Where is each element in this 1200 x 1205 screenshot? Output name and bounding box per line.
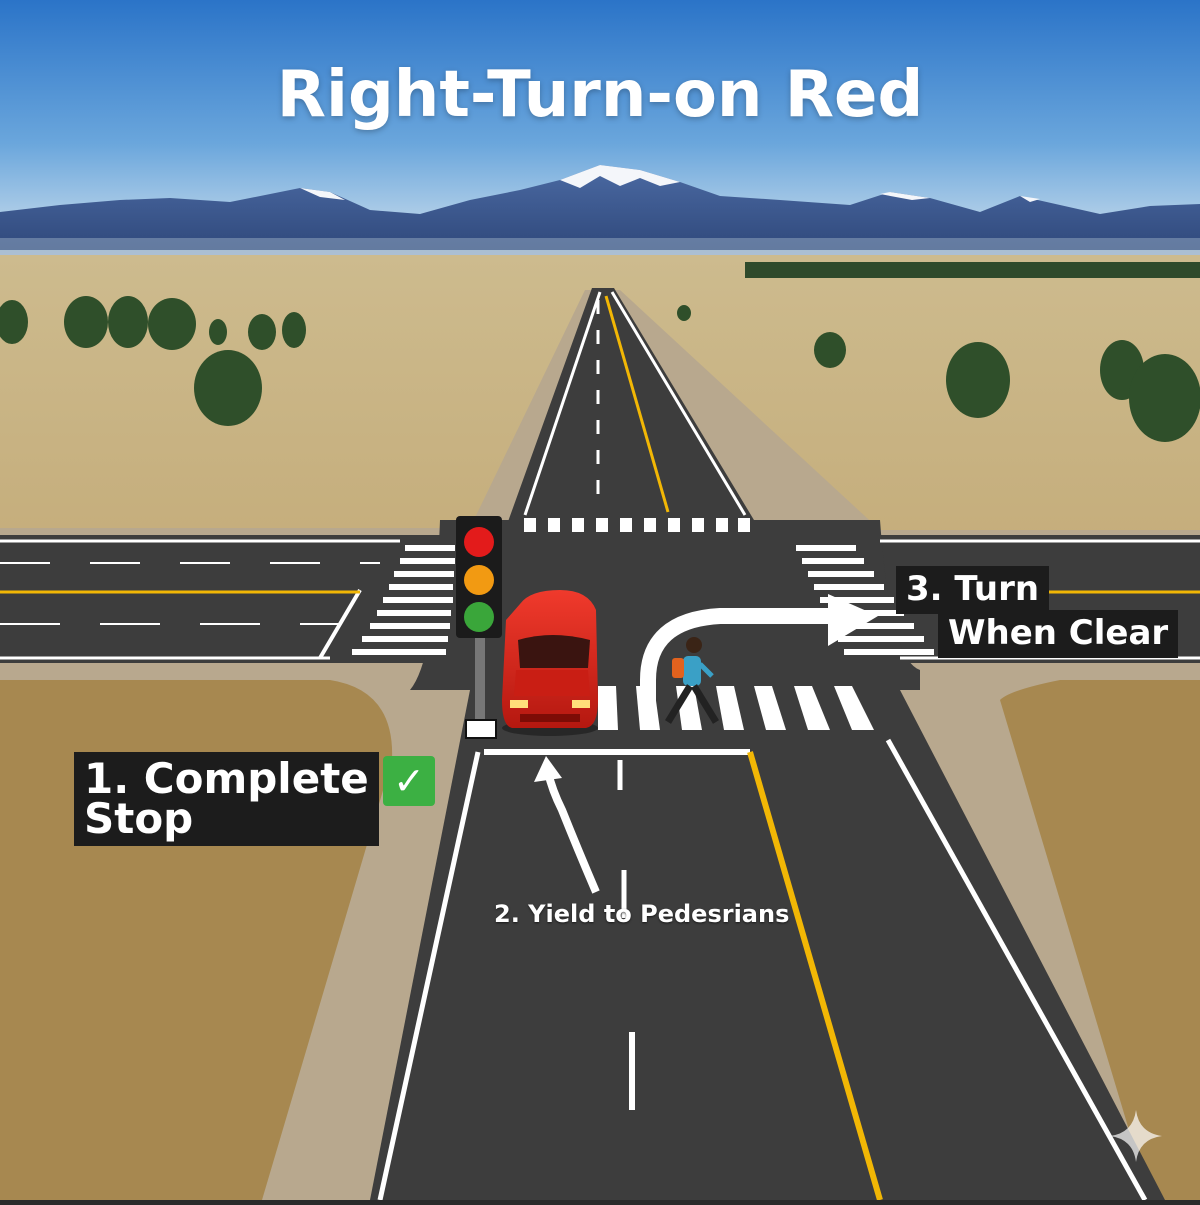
far-road	[505, 288, 760, 530]
step-2-label: 2. Yield to Pedesrians	[494, 900, 790, 928]
step-1-line-1: 1. Complete	[84, 754, 369, 803]
check-mark-icon: ✓	[383, 756, 435, 806]
traffic-light	[456, 516, 502, 739]
step-1-line-2: Stop	[84, 794, 194, 843]
tree-line	[745, 262, 1200, 278]
page-title: Right-Turn-on Red	[276, 58, 924, 132]
step-3-line-2: When Clear	[938, 610, 1179, 658]
green-light	[464, 602, 494, 632]
red-light	[464, 527, 494, 557]
snow-caps	[300, 165, 1040, 202]
lower-right-grass	[1000, 680, 1200, 1200]
crosswalk-left	[352, 545, 455, 655]
yield-arrowhead	[534, 756, 562, 782]
step-3-label: 3. Turn When Clear	[896, 566, 1179, 658]
trees	[0, 296, 1200, 442]
yield-arrow	[544, 771, 600, 894]
step-3-line-1: 3. Turn	[896, 566, 1050, 614]
sparkle-icon	[1110, 1110, 1162, 1162]
distant-haze	[0, 238, 1200, 260]
pedestrian	[665, 637, 719, 724]
turn-arrow	[640, 608, 840, 730]
mountain-range	[0, 165, 1200, 250]
turn-arrowhead	[828, 594, 878, 646]
step-1-box: 1. Complete Stop	[74, 752, 379, 846]
step-1-label: 1. Complete Stop	[74, 752, 379, 846]
amber-light	[464, 565, 494, 595]
road-markings	[0, 291, 1200, 1202]
red-car	[502, 590, 598, 736]
crosswalk-far	[524, 518, 750, 532]
